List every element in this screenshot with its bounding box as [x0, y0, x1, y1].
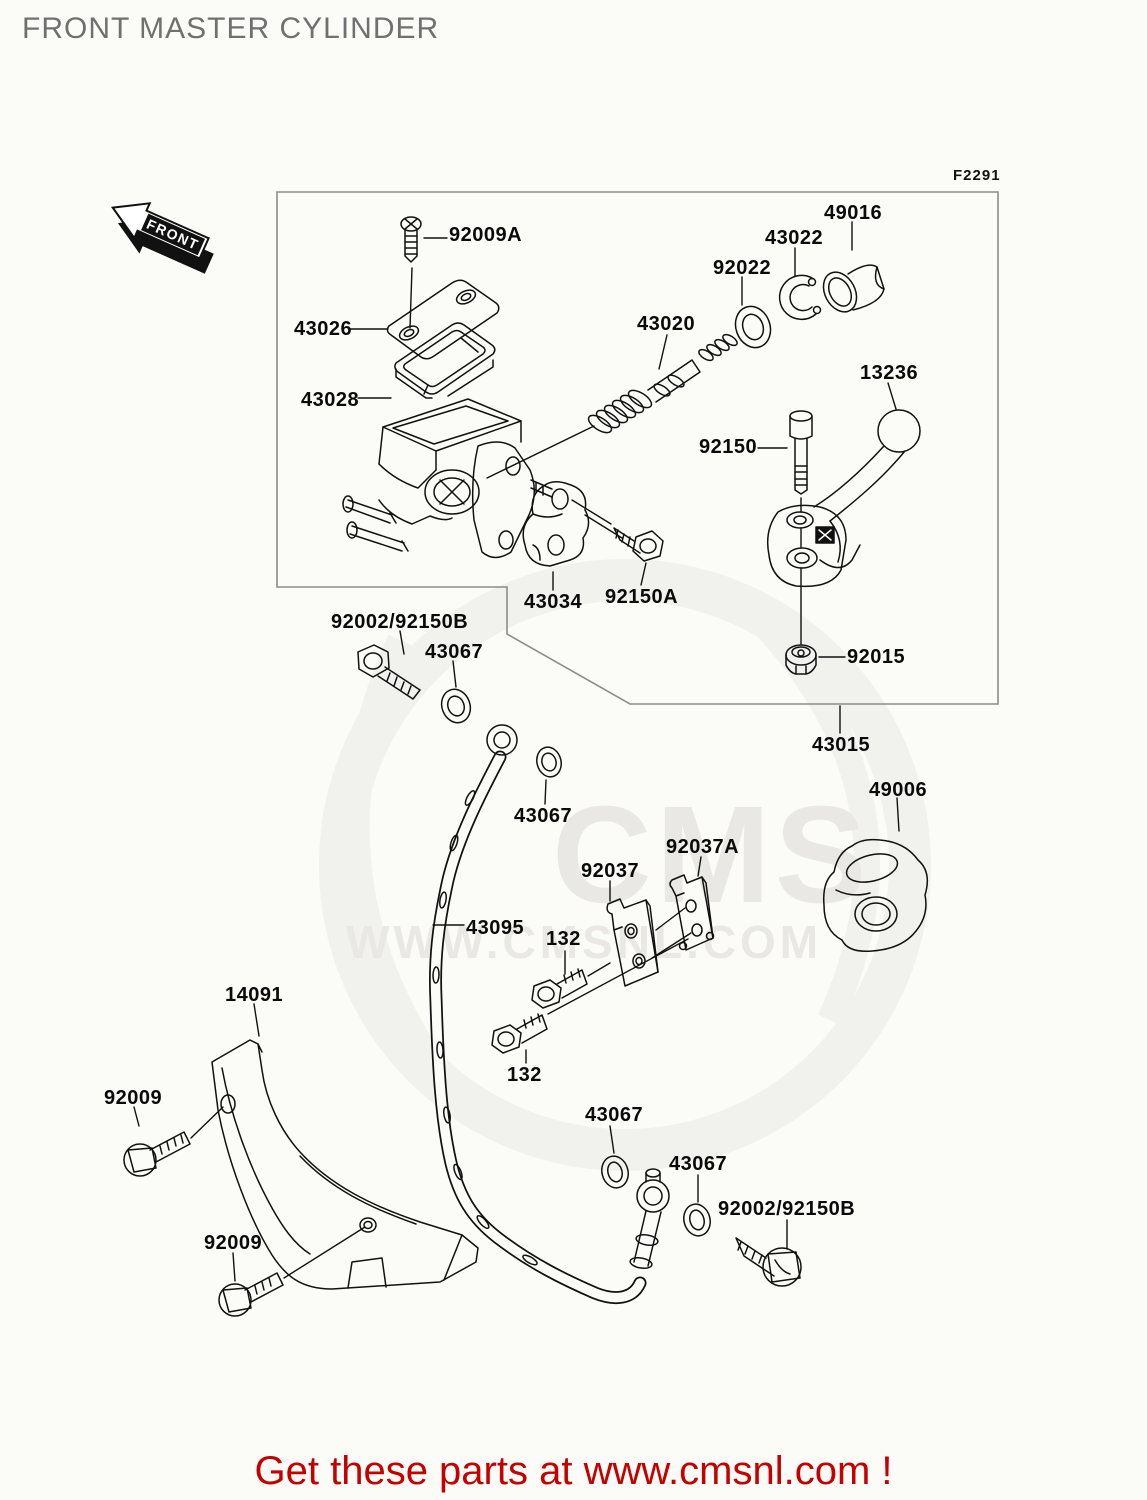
part-label-132-lower: 132 — [507, 1064, 542, 1086]
hose-43095-drawing — [429, 724, 647, 1305]
piston-43020-drawing — [587, 333, 738, 434]
hose-end-fitting-drawing — [629, 1168, 670, 1270]
lever-13236-drawing — [766, 382, 921, 588]
part-label-43067-3: 43067 — [585, 1104, 644, 1126]
part-label-92009-upper: 92009 — [104, 1087, 163, 1109]
figure-code: F2291 — [953, 167, 1001, 184]
front-arrow-icon: FRONT — [110, 202, 214, 274]
washer-43067-3-drawing — [601, 1125, 629, 1189]
part-label-49016: 49016 — [824, 202, 883, 224]
bolt-92150a-drawing — [613, 527, 664, 586]
nut-92015-drawing — [785, 644, 846, 675]
washer-43067-4-drawing — [683, 1174, 711, 1237]
part-label-92002-92150b-bottom: 92002/92150B — [718, 1198, 856, 1220]
part-label-13236: 13236 — [860, 362, 919, 384]
part-label-132-upper: 132 — [546, 928, 581, 950]
master-cylinder-body-drawing — [342, 398, 595, 559]
bolt-92009-upper-drawing — [123, 1106, 224, 1177]
part-label-43020: 43020 — [637, 313, 696, 335]
screw-92009a-drawing — [400, 216, 448, 329]
banjo-bolt-bottom-drawing — [735, 1219, 802, 1287]
part-label-92009a: 92009A — [449, 224, 523, 246]
part-label-43026: 43026 — [294, 318, 353, 340]
footer-promo-text[interactable]: Get these parts at www.cmsnl.com ! — [254, 1449, 893, 1493]
washer-43067-2-drawing — [536, 746, 562, 805]
part-label-43022: 43022 — [765, 227, 824, 249]
banjo-bolt-top-drawing — [357, 630, 421, 700]
gasket-43028-drawing — [357, 322, 496, 399]
part-label-92150: 92150 — [699, 436, 758, 458]
part-label-43067-2: 43067 — [514, 805, 573, 827]
bracket-92037-drawing — [606, 880, 659, 987]
dust-cover-49016-drawing — [822, 221, 885, 313]
part-label-92015: 92015 — [847, 646, 906, 668]
part-label-92022: 92022 — [713, 257, 772, 279]
part-label-43067-1: 43067 — [425, 641, 484, 663]
screw-132-lower-drawing — [491, 938, 689, 1064]
part-label-43034: 43034 — [524, 591, 583, 613]
bracket-92037a-drawing — [651, 856, 715, 959]
part-label-49006: 49006 — [869, 779, 928, 801]
cap-43026-drawing — [349, 279, 500, 360]
part-label-92037a: 92037A — [666, 836, 740, 858]
part-label-92150a: 92150A — [605, 586, 679, 608]
watermark-url-text: WWW.CMSNL.COM — [346, 916, 822, 968]
screw-132-upper-drawing — [531, 950, 611, 1009]
part-label-43067-4: 43067 — [669, 1153, 728, 1175]
part-label-43095: 43095 — [466, 917, 525, 939]
washer-43067-1-drawing — [440, 660, 472, 724]
part-label-14091: 14091 — [225, 984, 284, 1006]
part-label-92037: 92037 — [581, 860, 640, 882]
part-label-43015: 43015 — [812, 734, 871, 756]
pivot-bolt-92150-drawing — [757, 410, 813, 645]
part-label-92002-92150b-top: 92002/92150B — [331, 611, 469, 633]
assembly-frame — [276, 191, 999, 705]
part-label-43028: 43028 — [301, 389, 360, 411]
guard-14091-drawing — [211, 1003, 479, 1290]
circlip-43022-drawing — [778, 247, 822, 321]
bolt-92009-lower-drawing — [218, 1226, 366, 1317]
page-title: FRONT MASTER CYLINDER — [22, 12, 440, 45]
washer-92022-drawing — [734, 276, 772, 349]
part-label-92009-lower: 92009 — [204, 1232, 263, 1254]
boot-49006-drawing — [822, 797, 929, 953]
clamp-43034-drawing — [522, 481, 623, 591]
